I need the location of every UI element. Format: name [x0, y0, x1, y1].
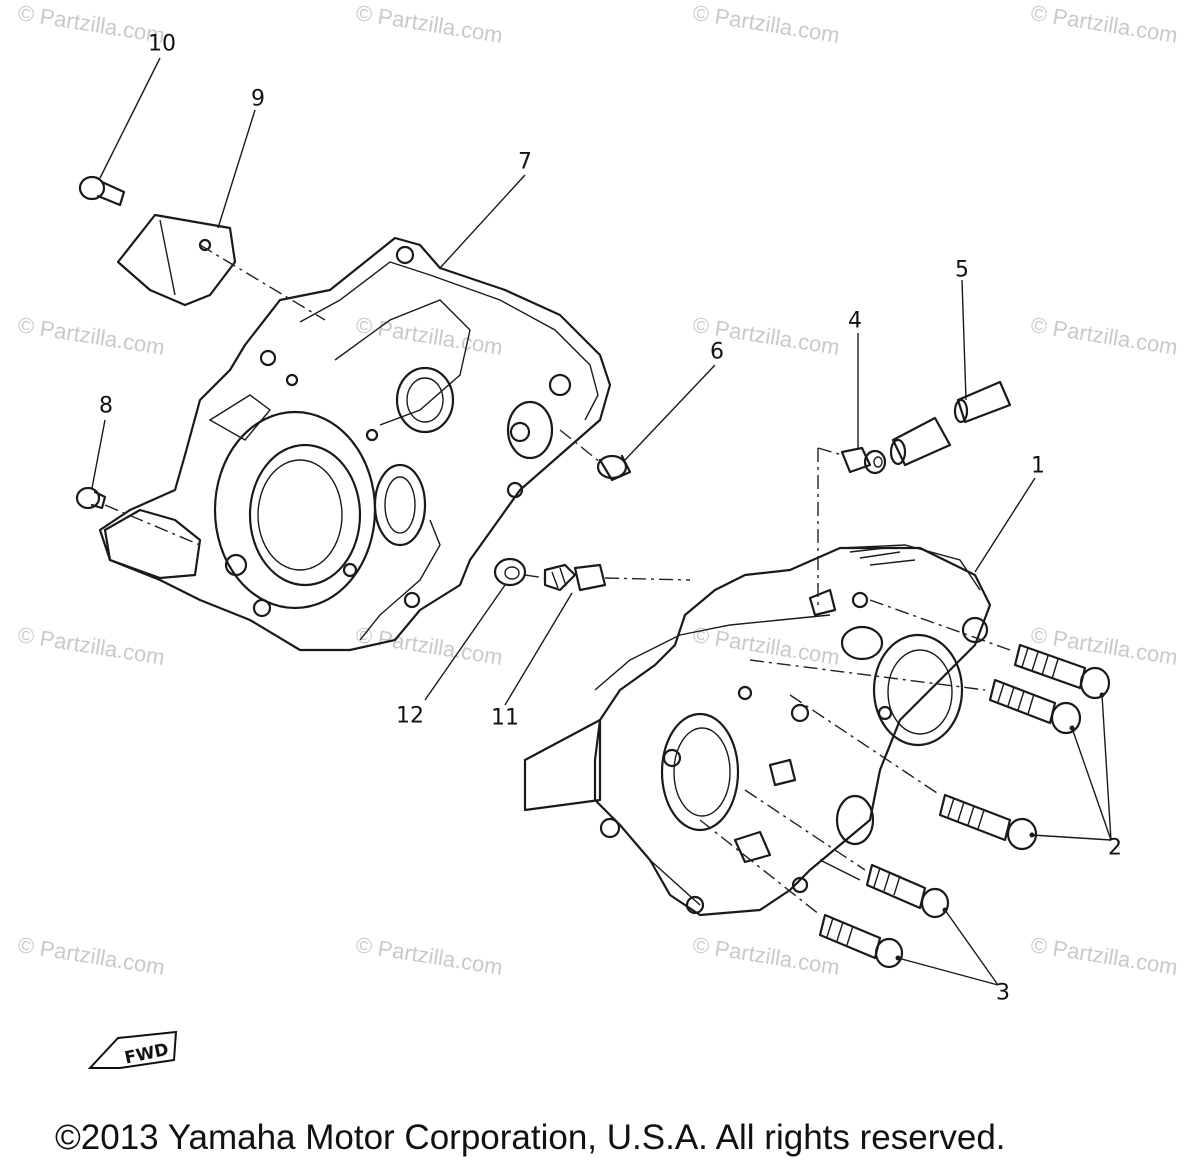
- callout-1[interactable]: 1: [1031, 453, 1045, 479]
- part-2-bolts: [938, 643, 1111, 851]
- center-lines: [104, 244, 1011, 916]
- callout-2[interactable]: 2: [1108, 835, 1122, 861]
- callout-5[interactable]: 5: [955, 257, 969, 283]
- left-crankcase-half: [98, 236, 612, 652]
- fwd-arrow-icon: FWD: [88, 1030, 178, 1069]
- part-4-fitting: [840, 446, 887, 475]
- callout-11[interactable]: 11: [491, 705, 519, 731]
- part-5-hose: [889, 380, 1012, 467]
- callout-10[interactable]: 10: [148, 31, 176, 57]
- callout-12[interactable]: 12: [396, 703, 424, 729]
- callout-9[interactable]: 9: [251, 86, 265, 112]
- right-crankcase-half: [523, 544, 992, 917]
- callout-8[interactable]: 8: [99, 393, 113, 419]
- leader-lines: [91, 57, 1112, 986]
- part-12-washer: [493, 557, 527, 587]
- part-6-dowel: [596, 454, 632, 482]
- callout-4[interactable]: 4: [848, 308, 862, 334]
- copyright-notice: ©2013 Yamaha Motor Corporation, U.S.A. A…: [55, 1118, 1006, 1157]
- callout-6[interactable]: 6: [710, 339, 724, 365]
- part-8-plug: [75, 486, 107, 510]
- part-3-bolts: [818, 863, 950, 969]
- part-10-screw: [78, 175, 126, 207]
- callout-3[interactable]: 3: [996, 980, 1010, 1006]
- leader-dots: [895, 692, 1105, 961]
- part-11-bolt: [543, 563, 607, 592]
- callout-7[interactable]: 7: [518, 149, 532, 175]
- part-9-plate: [116, 213, 237, 307]
